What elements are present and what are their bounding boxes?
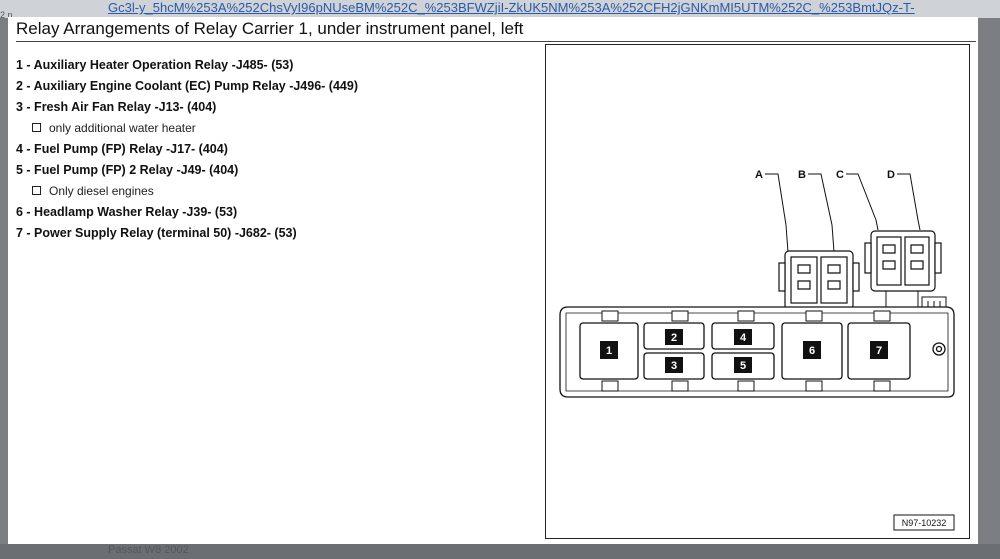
connector-label-c: C bbox=[836, 169, 844, 181]
slot-number-7: 7 bbox=[876, 345, 882, 357]
slot-number-1: 1 bbox=[606, 345, 612, 357]
slot-number-6: 6 bbox=[809, 345, 815, 357]
page-title: Relay Arrangements of Relay Carrier 1, u… bbox=[16, 19, 524, 38]
relay-carrier-diagram: A B C D bbox=[545, 44, 970, 539]
relay-item: 1 - Auxiliary Heater Operation Relay -J4… bbox=[16, 58, 294, 72]
document-page: Relay Arrangements of Relay Carrier 1, u… bbox=[8, 17, 978, 544]
relay-item: 7 - Power Supply Relay (terminal 50) -J6… bbox=[16, 226, 297, 240]
relay-item: 3 - Fresh Air Fan Relay -J13- (404) bbox=[16, 100, 217, 114]
slot-number-5: 5 bbox=[740, 360, 746, 372]
browser-url-strip: Gc3l-y_5hcM%253A%252ChsVyI96pNUseBM%252C… bbox=[0, 0, 1000, 18]
image-source-link[interactable]: Gc3l-y_5hcM%253A%252ChsVyI96pNUseBM%252C… bbox=[108, 0, 915, 15]
figure-id: N97-10232 bbox=[902, 518, 947, 528]
figure-id-box bbox=[893, 514, 955, 531]
checkbox-bullet-icon bbox=[32, 186, 41, 196]
relay-note: only additional water heater bbox=[16, 118, 358, 139]
slot-number-3: 3 bbox=[671, 360, 677, 372]
relay-list: 1 - Auxiliary Heater Operation Relay -J4… bbox=[16, 55, 358, 244]
connector-label-a: A bbox=[755, 169, 763, 181]
relay-item: 6 - Headlamp Washer Relay -J39- (53) bbox=[16, 205, 238, 219]
plug-connector-ab bbox=[778, 250, 860, 310]
relay-note-text: Only diesel engines bbox=[49, 184, 154, 198]
checkbox-bullet-icon bbox=[32, 123, 41, 133]
connector-label-b: B bbox=[798, 169, 806, 181]
connector-label-d: D bbox=[887, 169, 895, 181]
relay-note: Only diesel engines bbox=[16, 181, 358, 202]
footer-text: Passat W8 2002 bbox=[108, 544, 189, 556]
url-cut-text: 2 n bbox=[0, 10, 13, 18]
plug-connector-cd bbox=[864, 230, 942, 292]
relay-item: 4 - Fuel Pump (FP) Relay -J17- (404) bbox=[16, 142, 228, 156]
slot-number-4: 4 bbox=[740, 332, 747, 344]
relay-item: 5 - Fuel Pump (FP) 2 Relay -J49- (404) bbox=[16, 163, 239, 177]
relay-item: 2 - Auxiliary Engine Coolant (EC) Pump R… bbox=[16, 79, 358, 93]
relay-carrier-drawing: A B C D bbox=[559, 169, 955, 531]
title-divider bbox=[16, 41, 976, 42]
relay-note-text: only additional water heater bbox=[49, 121, 196, 135]
slot-number-2: 2 bbox=[671, 332, 677, 344]
bottom-strip: Passat W8 2002 bbox=[0, 544, 1000, 559]
